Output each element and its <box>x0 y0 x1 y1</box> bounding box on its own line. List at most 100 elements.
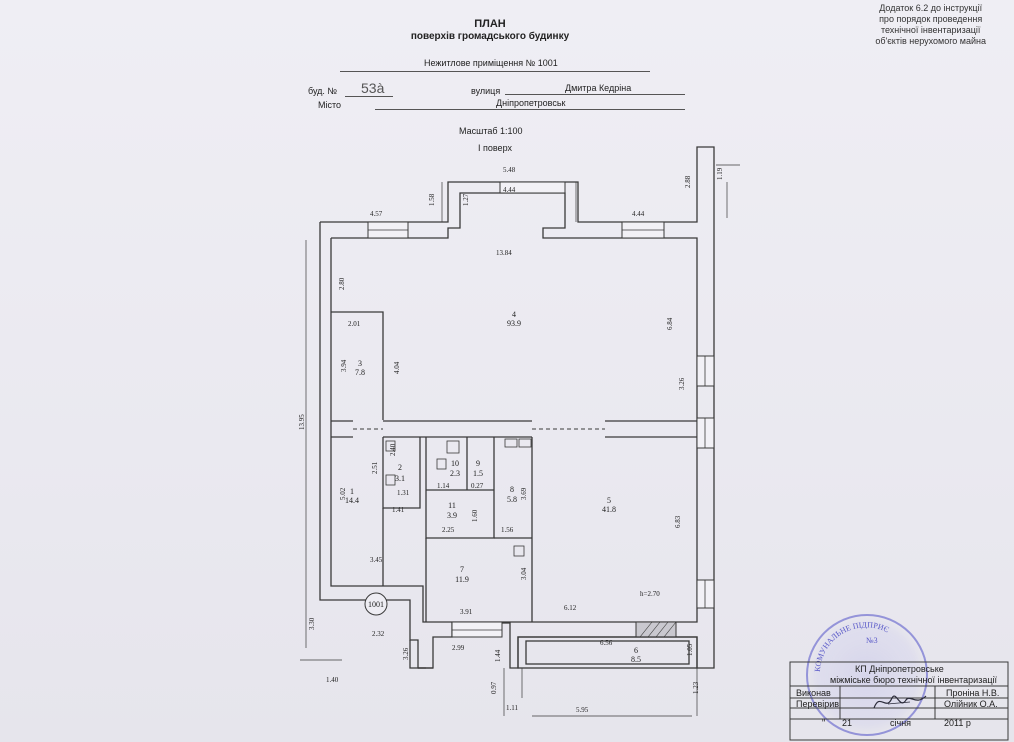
window-5 <box>696 579 715 609</box>
room-3-area: 7.8 <box>355 368 365 377</box>
room-11-num: 11 <box>448 501 456 510</box>
dim-391: 3.91 <box>460 608 473 616</box>
unit-tag-circle <box>364 592 388 616</box>
room-3-num: 3 <box>358 359 362 368</box>
tb-name-2: Олійник О.А. <box>944 699 998 709</box>
unit-tag-number: 1001 <box>368 600 384 609</box>
dim-548: 5.48 <box>503 166 516 174</box>
dim-330: 3.30 <box>308 617 316 630</box>
dim-502: 5.02 <box>339 487 347 500</box>
dim-144: 1.44 <box>494 649 502 662</box>
dim-232: 2.32 <box>372 630 385 638</box>
dim-105: 1.05 <box>686 643 694 656</box>
dim-097: 0.97 <box>490 681 498 694</box>
dim-111: 1.11 <box>506 704 518 712</box>
floor-label: І поверх <box>478 143 512 153</box>
room-5-area: 41.8 <box>602 505 616 514</box>
room-7-area: 11.9 <box>455 575 469 584</box>
dim-656: 6.56 <box>600 639 613 647</box>
room-2-num: 2 <box>398 463 402 472</box>
window-4 <box>696 417 715 449</box>
tb-org-1: КП Дніпропетровське <box>855 664 944 674</box>
dim-404: 4.04 <box>393 361 401 374</box>
title-block-frame <box>789 661 1009 741</box>
tb-name-1: Проніна Н.В. <box>946 688 1000 698</box>
dim-280: 2.80 <box>338 277 346 290</box>
dim-684: 6.84 <box>666 317 674 330</box>
building-label: буд. № <box>308 86 338 96</box>
room-4-area: 93.9 <box>507 319 521 328</box>
dim-114: 1.14 <box>437 482 450 490</box>
room-10-num: 10 <box>451 459 459 468</box>
sink-2 <box>504 438 518 448</box>
room-1-area: 14.4 <box>345 496 359 505</box>
window-7 <box>499 181 566 194</box>
premises-title: Нежитлове приміщення № 1001 <box>424 58 558 68</box>
sink-4 <box>513 545 525 557</box>
city-underline <box>375 109 685 110</box>
room-6-num: 6 <box>634 646 638 655</box>
wall-room2 <box>382 437 421 509</box>
dim-299: 2.99 <box>452 644 465 652</box>
dim-160: 1.60 <box>471 509 479 522</box>
room-6-inner <box>525 640 690 665</box>
dim-1384: 13.84 <box>496 249 512 257</box>
dim-326a: 3.26 <box>678 377 686 390</box>
premises-underline <box>340 71 650 72</box>
building-number: 53à <box>361 80 385 96</box>
street-underline <box>505 94 685 95</box>
window-3 <box>696 355 715 387</box>
room-6-area: 8.5 <box>631 655 641 664</box>
dim-345: 3.45 <box>370 556 383 564</box>
tb-date-year: 2011 р <box>944 718 971 728</box>
room-8-num: 8 <box>510 485 514 494</box>
dim-119: 1.19 <box>716 167 724 180</box>
dim-156: 1.56 <box>501 526 514 534</box>
dim-394: 3.94 <box>340 359 348 372</box>
dim-240: 2.40 <box>389 443 397 456</box>
dim-141: 1.41 <box>392 506 405 514</box>
signature <box>873 695 927 709</box>
room-1-num: 1 <box>350 487 354 496</box>
dim-444-top: 4.44 <box>503 186 516 194</box>
dim-201: 2.01 <box>348 320 361 328</box>
dim-683: 6.83 <box>674 515 682 528</box>
dim-123: 1.23 <box>692 681 700 694</box>
building-underline <box>345 96 393 97</box>
official-stamp <box>806 614 928 736</box>
wall-room11 <box>425 490 495 539</box>
dim-1395: 13.95 <box>298 414 306 430</box>
dim-304: 3.04 <box>520 567 528 580</box>
room-8-area: 5.8 <box>507 495 517 504</box>
dim-h: h=2.70 <box>640 590 660 598</box>
dim-127: 1.27 <box>462 193 470 206</box>
dim-444-right: 4.44 <box>632 210 645 218</box>
tb-date-day: 21 <box>842 718 853 728</box>
tb-role-2: Перевірив <box>796 699 840 709</box>
inner-wall <box>330 192 698 623</box>
room-6-outline <box>517 636 698 669</box>
dim-612: 6.12 <box>564 604 577 612</box>
dim-140: 1.40 <box>326 676 339 684</box>
dim-225: 2.25 <box>442 526 455 534</box>
room-5-num: 5 <box>607 496 611 505</box>
room-4-num: 4 <box>512 310 516 319</box>
room-11-area: 3.9 <box>447 511 457 520</box>
street-value: Дмитра Кедріна <box>565 83 632 93</box>
city-label: Місто <box>318 100 342 110</box>
city-value: Дніпропетровськ <box>496 98 566 108</box>
plan-title: ПЛАН <box>474 18 506 30</box>
sink-1 <box>446 440 460 454</box>
toilet-3 <box>436 458 447 470</box>
plan-subtitle: поверхів громадського будинку <box>410 31 570 42</box>
toilet-1 <box>385 440 396 452</box>
street-label: вулиця <box>471 86 501 96</box>
dim-288: 2.88 <box>684 175 692 188</box>
sink-3 <box>518 438 532 448</box>
tb-org-2: міжміське бюро технічної інвентаризації <box>830 675 997 685</box>
dim-457: 4.57 <box>370 210 383 218</box>
room-7-num: 7 <box>460 565 464 574</box>
room-10-area: 2.3 <box>450 469 460 478</box>
